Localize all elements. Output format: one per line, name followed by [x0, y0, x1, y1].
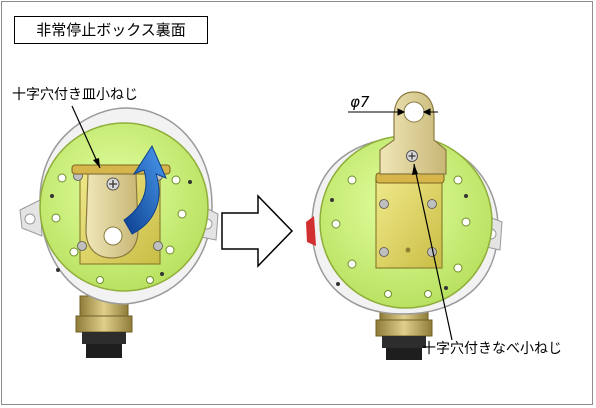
pan-screw-label: 十字穴付きなべ小ねじ — [422, 341, 562, 357]
page-title: 非常停止ボックス裏面 — [14, 16, 208, 44]
diameter-label: φ7 — [350, 93, 370, 111]
pan-screw-leader — [413, 163, 453, 341]
countersunk-screw-label: 十字穴付き皿小ねじ — [12, 87, 138, 103]
bracket-ring-hole — [403, 101, 425, 123]
left-assembly — [19, 105, 219, 358]
left-cable-gland — [75, 295, 133, 358]
countersunk-screw-leader — [71, 105, 101, 169]
countersunk-screw-icon — [106, 177, 120, 191]
pan-head-screw-icon — [406, 150, 418, 162]
next-step-arrow-icon — [221, 194, 294, 268]
diameter-dimension-line — [348, 108, 438, 116]
right-assembly — [306, 91, 503, 360]
rotate-arrow-icon — [123, 144, 167, 235]
left-bracket — [85, 173, 139, 259]
